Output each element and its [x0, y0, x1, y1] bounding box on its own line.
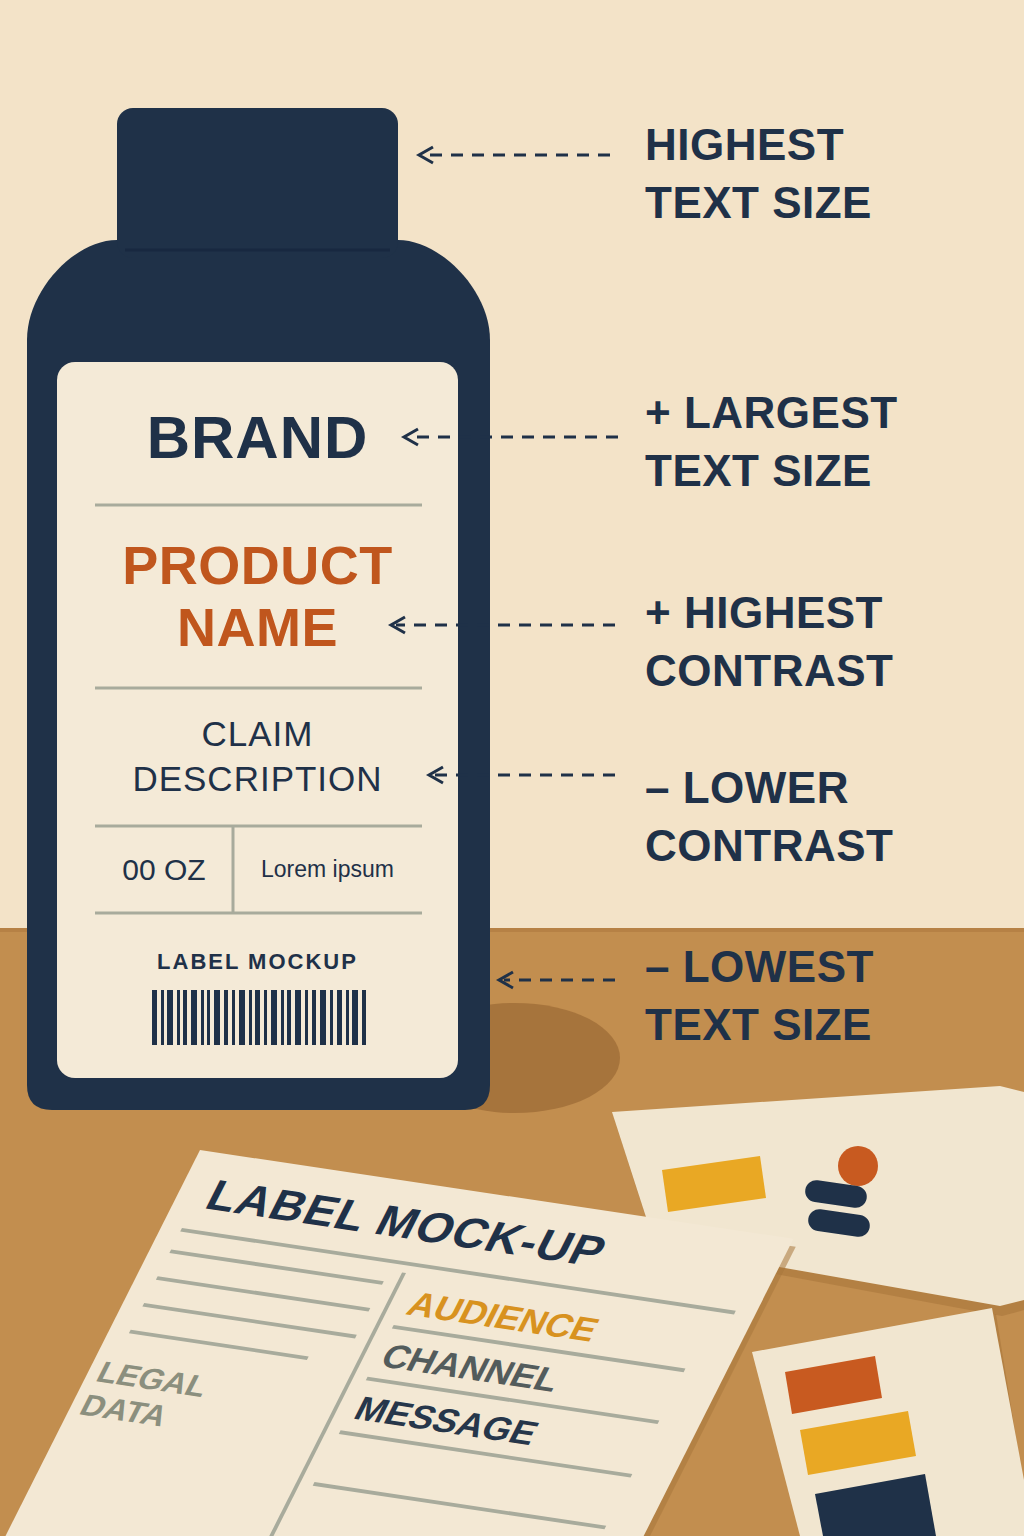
net-weight: 00 OZ: [103, 852, 225, 888]
rule: [95, 912, 422, 915]
navy-pill: [804, 1179, 868, 1209]
size-cell: 00 OZ: [95, 826, 233, 913]
rule: [232, 826, 235, 913]
legal-text: LEGAL DATA: [74, 1355, 255, 1443]
barcode: [152, 990, 366, 1045]
leader-line: [396, 624, 615, 627]
label-panel: BRAND PRODUCT NAME CLAIM DESCRIPTION LABEL …: [57, 362, 458, 1078]
cap-seam: [125, 249, 390, 252]
annotation-text: – LOWER CONTRAST: [645, 759, 945, 875]
message-item: MESSAGE: [348, 1389, 663, 1470]
body-text: Lorem ipsum: [241, 856, 414, 884]
leader-line: [409, 436, 618, 439]
rule: [95, 504, 422, 507]
leader-line: [424, 154, 610, 157]
leader-line: [434, 774, 615, 777]
product-name: PRODUCT NAME: [83, 534, 433, 658]
brand-name: BRAND: [68, 403, 448, 472]
annotation-text: HIGHEST TEXT SIZE: [645, 116, 945, 232]
arrowhead: [499, 972, 513, 988]
leader-lines: [391, 147, 618, 988]
sheet-rules: [8, 1230, 735, 1536]
claim-text: CLAIM DESCRIPTION: [98, 711, 418, 802]
sheet-paper: [0, 1150, 793, 1536]
arrowhead: [391, 617, 405, 633]
rule: [157, 1278, 370, 1310]
rule: [95, 825, 422, 828]
yellow-swatch: [662, 1156, 766, 1212]
navy-pill: [807, 1208, 871, 1238]
orange-dot: [838, 1146, 878, 1186]
rule: [314, 1484, 606, 1528]
navy-swatch: [815, 1474, 936, 1536]
annotation-text: – LOWEST TEXT SIZE: [645, 938, 945, 1054]
rule: [143, 1305, 356, 1337]
label-caption: LABEL MOCKUP: [68, 949, 448, 975]
annotation-text: + HIGHEST CONTRAST: [645, 584, 945, 700]
bottle-cap: [117, 108, 398, 258]
leader-line: [504, 979, 615, 982]
label-paper: [57, 362, 458, 1078]
arrowhead: [404, 429, 418, 445]
annotation-text: + LARGEST TEXT SIZE: [645, 384, 945, 500]
bottle-body: [27, 240, 490, 1110]
rule: [170, 1251, 383, 1283]
arrowhead: [419, 147, 433, 163]
yellow-swatch: [800, 1411, 916, 1475]
swatch-strip: [752, 1308, 1024, 1536]
arrowhead: [429, 767, 443, 783]
mockup-sheet-art: [0, 1150, 799, 1536]
wall: [0, 0, 1024, 930]
rule: [95, 687, 422, 690]
orange-swatch: [785, 1356, 882, 1414]
info-cell: Lorem ipsum: [233, 826, 422, 913]
rule: [130, 1332, 308, 1359]
